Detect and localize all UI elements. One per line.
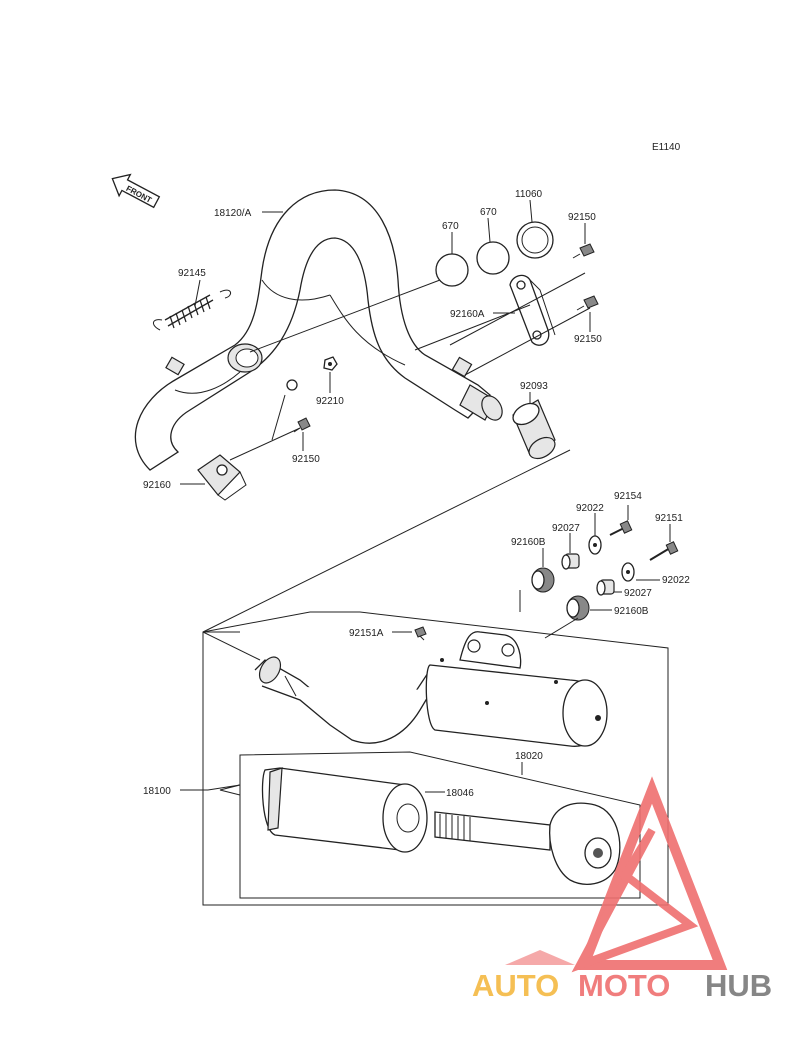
label-92022-b: 92022 (662, 575, 690, 586)
bolt-92150-a (572, 243, 595, 259)
leader-lines (180, 199, 671, 793)
label-92022-a: 92022 (576, 503, 604, 514)
bolt-92154 (609, 520, 633, 536)
o-ring-670-a (435, 253, 469, 287)
label-18120A: 18120/A (214, 208, 252, 219)
grommet-92160B-a (531, 567, 555, 593)
watermark-moto: MOTO (578, 968, 670, 1003)
label-92160: 92160 (143, 480, 171, 491)
label-92160A: 92160A (450, 309, 485, 320)
label-18020: 18020 (515, 751, 543, 762)
collar-92027-a (561, 553, 580, 570)
label-18046: 18046 (446, 788, 474, 799)
label-670-b: 670 (480, 207, 497, 218)
grommet-92160B-b (566, 595, 590, 621)
label-92210: 92210 (316, 396, 344, 407)
watermark-logo: AUTO MOTO HUB (472, 776, 772, 1003)
label-92027-b: 92027 (624, 588, 652, 599)
front-arrow-icon: FRONT (111, 173, 161, 209)
collar-92027-b (596, 579, 615, 596)
label-92151: 92151 (655, 513, 683, 524)
connector-92093 (512, 399, 556, 460)
label-92093: 92093 (520, 381, 548, 392)
bolt-92151A (414, 626, 427, 641)
label-92150-c: 92150 (292, 454, 320, 465)
label-92151A: 92151A (349, 628, 384, 639)
bolt-92150-b (576, 295, 599, 311)
bolt-92150-c (293, 417, 311, 433)
spring-92145 (153, 289, 232, 331)
label-18100: 18100 (143, 786, 171, 797)
label-92160B-a: 92160B (511, 537, 546, 548)
diagram-code: E1140 (652, 142, 681, 153)
nut-92210 (323, 356, 338, 371)
label-92150-a: 92150 (568, 212, 596, 223)
rubber-mount-92160 (197, 454, 247, 501)
label-92150-b: 92150 (574, 334, 602, 345)
header-pipe (134, 189, 503, 471)
label-92145: 92145 (178, 268, 206, 279)
watermark-auto: AUTO (472, 968, 559, 1003)
label-670-a: 670 (442, 221, 459, 232)
label-92160B-b: 92160B (614, 606, 649, 617)
silencer-internals (261, 767, 621, 885)
o-ring-670-b (476, 241, 510, 275)
watermark-hub: HUB (705, 968, 772, 1003)
label-92027-a: 92027 (552, 523, 580, 534)
bolt-92151 (649, 541, 679, 561)
silencer-assembly (254, 631, 608, 747)
label-92154: 92154 (614, 491, 642, 502)
label-11060: 11060 (515, 189, 543, 200)
